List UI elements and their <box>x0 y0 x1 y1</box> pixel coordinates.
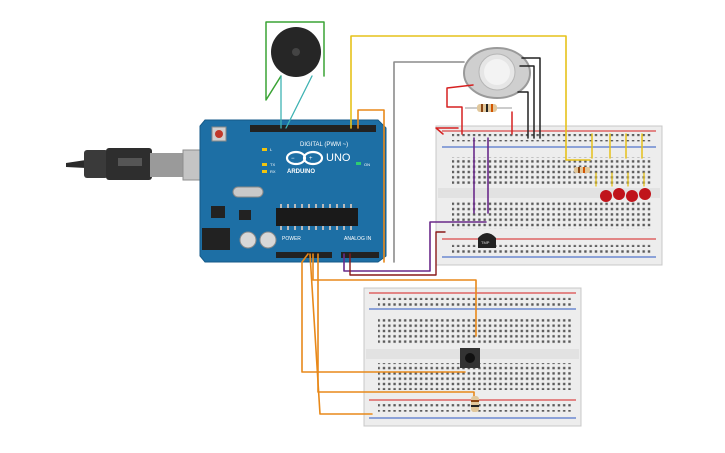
svg-text:RX: RX <box>270 169 276 174</box>
digital-header-label: DIGITAL (PWM ~) <box>300 142 348 148</box>
atmega-chip <box>276 208 358 226</box>
capacitor <box>239 231 257 249</box>
capacitor <box>259 231 277 249</box>
svg-text:+: + <box>309 156 313 162</box>
led-group <box>600 188 651 202</box>
resistor <box>471 396 479 412</box>
wire-purple <box>343 221 487 272</box>
wire-buzzer-leg <box>285 75 313 129</box>
wire-red <box>349 231 446 276</box>
resistor <box>574 167 590 173</box>
model-label: UNO <box>326 152 351 164</box>
wire-orange <box>357 109 385 263</box>
wire-orange <box>312 253 477 337</box>
brand-label: ARDUINO <box>287 169 315 175</box>
analog-header <box>341 252 379 258</box>
piezo-buzzer: + − <box>271 27 321 80</box>
red-led <box>626 190 638 202</box>
wire-black <box>519 65 535 139</box>
wire-black <box>521 57 541 139</box>
svg-text:ON: ON <box>364 162 370 167</box>
red-led <box>600 190 612 202</box>
wire-yellow <box>350 35 591 161</box>
svg-text:TMP: TMP <box>481 240 490 245</box>
wire-orange <box>309 253 373 415</box>
wires <box>265 21 645 415</box>
push-button <box>460 348 480 368</box>
svg-text:POWER: POWER <box>282 236 301 242</box>
power-jack <box>202 228 230 250</box>
gas-sensor <box>463 47 531 99</box>
wire-yellow <box>595 172 645 187</box>
wire-black <box>517 91 529 139</box>
usb-cable <box>66 148 214 181</box>
digital-header <box>250 125 376 132</box>
svg-text:−: − <box>291 156 295 162</box>
resistor <box>465 104 512 112</box>
red-led <box>613 188 625 200</box>
wire-red <box>435 127 459 135</box>
wire-red <box>446 84 474 135</box>
svg-text:ANALOG IN: ANALOG IN <box>344 236 372 242</box>
temperature-sensor: TMP <box>478 233 496 248</box>
wire-gray <box>393 61 465 263</box>
svg-text:TX: TX <box>270 162 275 167</box>
svg-text:L: L <box>270 147 273 152</box>
red-led <box>639 188 651 200</box>
wire-orange <box>301 253 466 373</box>
crystal-oscillator <box>232 186 264 198</box>
power-header <box>276 252 332 258</box>
wire-green <box>265 21 325 101</box>
arduino-logo: − + <box>285 150 324 166</box>
arduino-uno-board: DIGITAL (PWM ~) − + UNO ARDUINO L TX RX … <box>199 119 387 263</box>
